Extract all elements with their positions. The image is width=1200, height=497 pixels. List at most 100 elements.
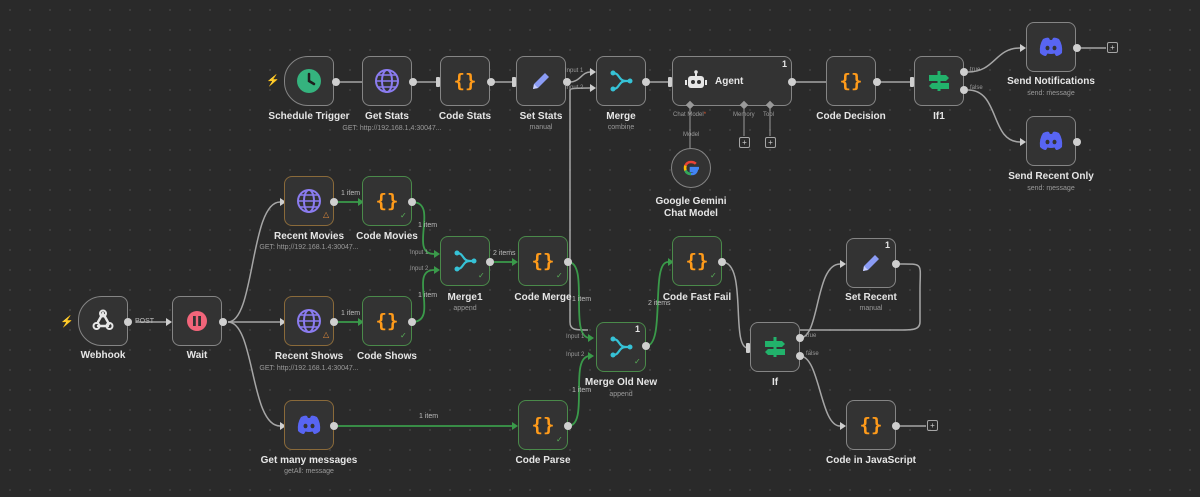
add-memory-button[interactable]: + [739,137,750,148]
node-send-recent-only[interactable] [1026,116,1076,166]
output-handle[interactable] [563,78,571,86]
node-google-gemini-chat-model[interactable] [671,148,711,188]
pencil-icon [863,255,879,271]
node-code-stats[interactable]: {} [440,56,490,106]
code-braces-icon: {} [685,250,709,272]
node-if1[interactable] [914,56,964,106]
webhook-method-label: POST [135,318,155,325]
success-check-icon: ✓ [634,357,641,366]
output-handle[interactable] [487,78,495,86]
warning-icon: △ [323,210,330,219]
output-handle[interactable] [564,258,572,266]
node-code-in-javascript[interactable]: {} [846,400,896,450]
node-if[interactable] [750,322,800,372]
node-title: Code Shows [356,351,417,362]
node-subtitle: combine [607,124,635,131]
output-true-handle[interactable] [796,334,804,342]
node-title: Merge1 [447,292,483,303]
node-title: Code Fast Fail [662,292,732,303]
node-title: Webhook [80,350,126,361]
node-title: Merge [606,111,636,122]
output-false-handle[interactable] [796,352,804,360]
output-handle[interactable] [642,78,650,86]
output-handle[interactable] [330,198,338,206]
output-handle[interactable] [1073,138,1081,146]
output-handle[interactable] [486,258,494,266]
node-code-movies[interactable]: {} [362,176,412,226]
output-false-handle[interactable] [960,86,968,94]
output-handle[interactable] [124,318,132,326]
node-recent-shows[interactable] [284,296,334,346]
wire-label-merge-old-new: 2 items [648,300,671,307]
node-code-decision[interactable]: {} [826,56,876,106]
merge-icon [610,70,633,92]
node-code-fast-fail[interactable]: {} [672,236,722,286]
node-get-stats[interactable] [362,56,412,106]
input-handle[interactable] [512,77,516,87]
node-get-many-messages[interactable] [284,400,334,450]
node-title: Get many messages [260,455,358,466]
output-handle[interactable] [564,422,572,430]
output-handle[interactable] [332,78,340,86]
output-handle[interactable] [409,78,417,86]
globe-icon [297,189,321,213]
node-recent-movies[interactable] [284,176,334,226]
node-agent[interactable]: Agent [672,56,792,106]
node-title: Send Recent Only [1008,171,1094,182]
port-label: false [970,85,983,91]
node-merge-old-new[interactable] [596,322,646,372]
discord-icon [1039,131,1063,150]
output-handle[interactable] [330,318,338,326]
success-check-icon: ✓ [478,271,485,280]
success-check-icon: ✓ [710,271,717,280]
output-handle[interactable] [892,260,900,268]
node-subtitle: send: message [1027,90,1075,97]
wire-label-code-shows: 1 item [418,292,438,299]
warning-icon: △ [323,330,330,339]
input-handle[interactable] [746,343,750,353]
run-count-badge: 1 [635,324,641,334]
output-handle[interactable] [642,342,650,350]
input-handle[interactable] [910,77,914,87]
trigger-bolt-icon: ⚡ [60,316,74,328]
input-handle[interactable] [668,77,672,87]
add-node-button[interactable]: + [927,420,938,431]
node-code-merge[interactable]: {} [518,236,568,286]
wire-label-shows: 1 item [341,310,361,317]
output-handle[interactable] [219,318,227,326]
output-handle[interactable] [788,78,796,86]
node-code-shows[interactable]: {} [362,296,412,346]
branch-sign-icon [929,71,949,91]
add-tool-button[interactable]: + [765,137,776,148]
output-handle[interactable] [1073,44,1081,52]
node-wait[interactable] [172,296,222,346]
output-handle[interactable] [892,422,900,430]
add-node-button[interactable]: + [1107,42,1118,53]
node-set-stats[interactable] [516,56,566,106]
port-label: false [806,351,819,357]
code-braces-icon: {} [375,190,399,212]
node-set-recent[interactable] [846,238,896,288]
output-handle[interactable] [408,318,416,326]
port-label: true [970,67,981,73]
output-true-handle[interactable] [960,68,968,76]
node-title: Code Decision [816,111,886,122]
node-title: Code Merge [514,292,572,303]
node-send-notifications[interactable] [1026,22,1076,72]
input-handle[interactable] [436,77,440,87]
output-handle[interactable] [718,258,726,266]
webhook-icon [92,309,114,330]
output-handle[interactable] [330,422,338,430]
output-handle[interactable] [408,198,416,206]
node-title: Schedule Trigger [268,111,350,122]
merge-icon [610,336,633,358]
code-braces-icon: {} [531,414,555,436]
node-webhook[interactable] [78,296,128,346]
output-handle[interactable] [873,78,881,86]
node-code-parse[interactable]: {} [518,400,568,450]
pause-icon [187,311,207,331]
port-label: Input 2 [565,85,584,91]
wire-label-code-merge: 1 item [572,296,592,303]
